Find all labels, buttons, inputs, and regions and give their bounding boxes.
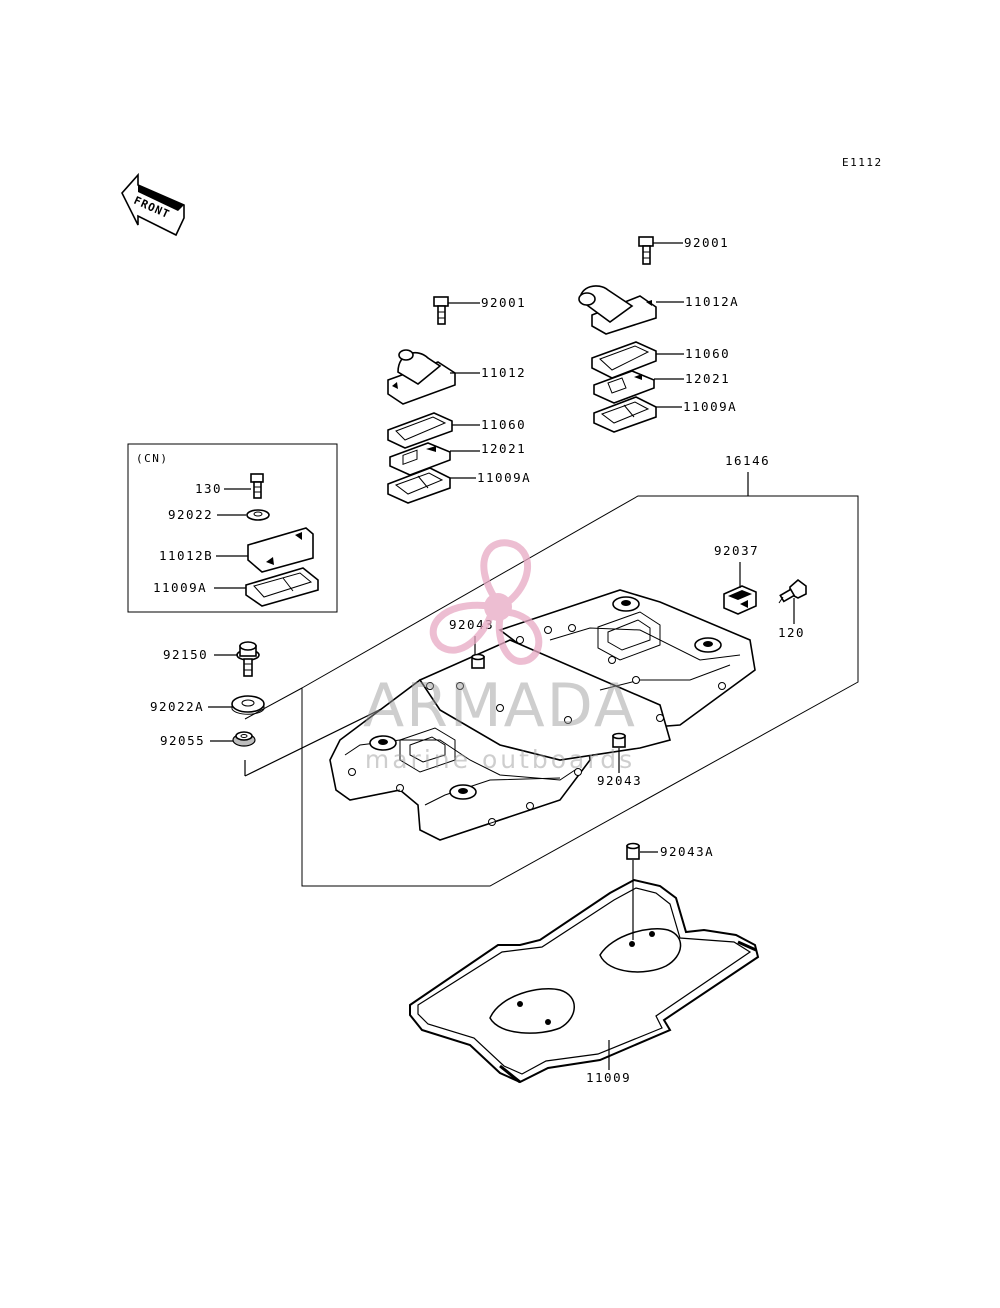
label-11012A: 11012A	[685, 294, 739, 309]
label-11009A-left: 11009A	[477, 470, 531, 485]
washer-92022-part	[246, 509, 270, 521]
watermark: ARMADA marine outboards	[363, 539, 637, 774]
label-92043A: 92043A	[660, 844, 714, 859]
gasket-11009A-left-part	[387, 467, 451, 504]
plate-11012B-part	[247, 527, 314, 573]
dowel-92043-top-part	[471, 653, 485, 669]
gasket-11060-left-part	[387, 412, 453, 449]
label-11009A-right: 11009A	[683, 399, 737, 414]
label-92001-right: 92001	[684, 235, 729, 250]
front-arrow-icon: FRONT	[121, 172, 185, 237]
breather-cover-11012A-part	[578, 285, 657, 335]
gasket-11060-right-part	[591, 341, 657, 379]
gasket-11009-part	[409, 878, 760, 1084]
plate-12021-right-part	[593, 370, 655, 404]
watermark-brand: ARMADA	[363, 671, 637, 741]
dowel-92043A-part	[626, 842, 640, 860]
label-11009A-inset: 11009A	[153, 580, 207, 595]
bolt-92001-right-part	[638, 236, 654, 265]
label-92022A: 92022A	[150, 699, 204, 714]
label-92055: 92055	[160, 733, 205, 748]
label-12021-right: 12021	[685, 371, 730, 386]
label-11012B: 11012B	[159, 548, 213, 563]
label-120: 120	[778, 625, 805, 640]
diagram-code: E1112	[842, 156, 883, 169]
label-130: 130	[195, 481, 222, 496]
bolt-130-part	[250, 473, 264, 499]
label-11060-left: 11060	[481, 417, 526, 432]
breather-cover-11012-part	[387, 349, 456, 405]
dowel-92043-bottom-part	[612, 732, 626, 748]
inset-cn-box: (CN) 130 92022 11012B 11009A	[127, 443, 338, 613]
label-11012: 11012	[481, 365, 526, 380]
label-92022: 92022	[168, 507, 213, 522]
bolt-92150-part	[236, 641, 260, 677]
label-92001-left: 92001	[481, 295, 526, 310]
bolt-92001-left-part	[433, 296, 449, 325]
label-12021-left: 12021	[481, 441, 526, 456]
cylinder-head-cover-part	[329, 589, 756, 841]
grommet-92055-part	[232, 731, 256, 747]
gasket-11009A-right-part	[593, 396, 657, 433]
washer-92022A-part	[231, 695, 265, 715]
label-92037: 92037	[714, 543, 759, 558]
propeller-logo-icon	[429, 539, 543, 665]
plate-12021-left-part	[389, 442, 451, 476]
label-11009: 11009	[586, 1070, 631, 1085]
bolt-120-part	[778, 578, 807, 604]
label-11060-right: 11060	[685, 346, 730, 361]
inset-label: (CN)	[136, 452, 169, 465]
gasket-11009A-inset-part	[245, 567, 319, 607]
watermark-tagline: marine outboards	[365, 745, 635, 774]
label-92043-bottom: 92043	[597, 773, 642, 788]
label-16146: 16146	[725, 453, 770, 468]
clip-92037-part	[723, 585, 757, 615]
label-92150: 92150	[163, 647, 208, 662]
